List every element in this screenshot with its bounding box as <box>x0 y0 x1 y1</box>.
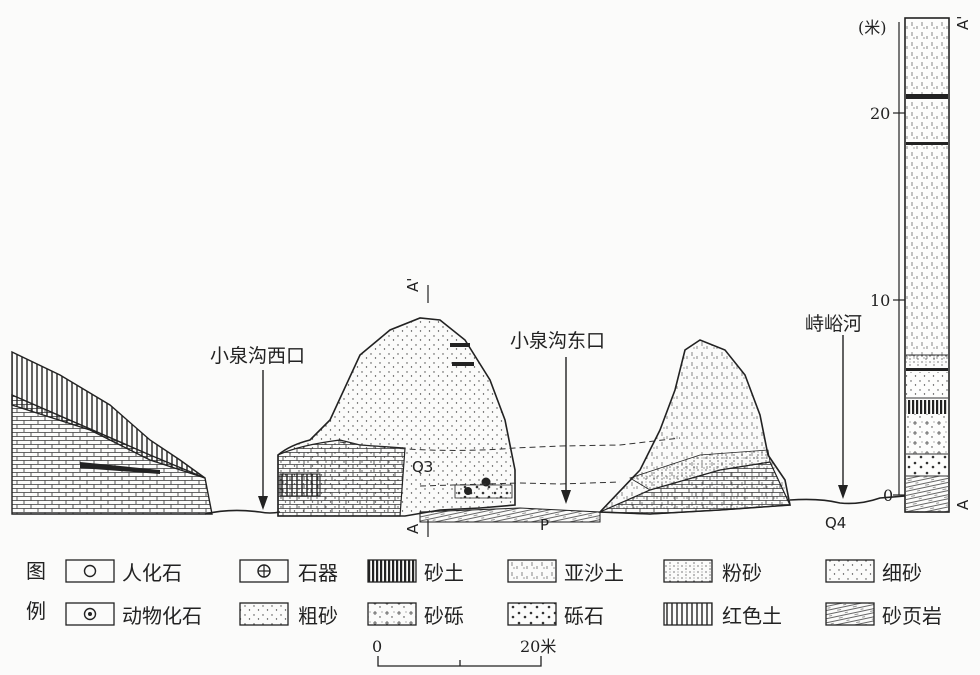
column-lower-fill <box>906 414 948 454</box>
column-tick-10: 10 <box>870 291 890 310</box>
column-base <box>906 476 948 512</box>
column-unit: (米) <box>858 18 887 37</box>
label-a-prime-section: A' <box>404 278 422 292</box>
label-a-section: A <box>404 523 422 534</box>
column-silt-1 <box>906 355 948 367</box>
correlation-line-upper <box>339 437 681 451</box>
legend-label-8: 砂砾 <box>424 604 464 628</box>
legend-label-2: 砂土 <box>424 561 464 585</box>
legend-title-1: 图 <box>26 559 46 583</box>
column-upper-fill <box>906 19 948 359</box>
correlation-line-lower <box>419 481 621 487</box>
column-band-4 <box>906 400 948 414</box>
legend-swatch-coarse-sand <box>239 602 289 626</box>
legend-swatch-silt <box>663 559 713 583</box>
valley-floor <box>204 509 281 515</box>
scale-bar-end: 20米 <box>520 637 556 656</box>
label-q4: Q4 <box>825 514 846 532</box>
west-hill-dark-band <box>80 462 160 474</box>
column-mid-fill <box>906 372 948 398</box>
label-q3: Q3 <box>412 458 433 476</box>
label-p: P <box>540 516 549 534</box>
animal-fossil-marker <box>481 477 491 487</box>
legend-swatch-red-soil <box>663 602 713 626</box>
column-band-1 <box>906 94 948 99</box>
central-hill-red-soil-block <box>279 473 321 497</box>
legend-label-11: 砂页岩 <box>882 604 942 628</box>
legend-swatch-stone-tool <box>239 559 289 583</box>
arrow-west-head <box>258 496 268 510</box>
column-label-a: A <box>954 499 972 510</box>
legend-swatch-gravel <box>507 602 557 626</box>
west-hill-red-soil <box>11 350 206 479</box>
label-river: 峙峪河 <box>805 313 862 335</box>
legend-label-9: 砾石 <box>564 604 604 628</box>
central-hill-fossil-layer <box>454 484 513 499</box>
column-band-3 <box>906 368 948 371</box>
column-label-a-prime: A' <box>954 16 972 30</box>
legend-swatch-sand-gravel <box>367 602 417 626</box>
label-place-west: 小泉沟西口 <box>210 345 305 367</box>
scale-bar-start: 0 <box>372 637 382 656</box>
legend-label-4: 粉砂 <box>722 561 762 585</box>
legend-label-1: 石器 <box>298 561 338 585</box>
human-fossil-icon <box>83 564 97 578</box>
arrow-east-head <box>561 490 571 504</box>
central-hill-band-2 <box>452 362 474 366</box>
legend-label-3: 亚沙土 <box>564 561 624 585</box>
legend-label-10: 红色土 <box>722 604 782 628</box>
legend-label-6: 动物化石 <box>122 604 202 628</box>
legend-label-0: 人化石 <box>122 561 182 585</box>
column-band-2 <box>906 142 948 145</box>
east-valley-floor <box>789 495 906 505</box>
scale-bar <box>377 656 542 667</box>
central-base-shale <box>419 507 601 523</box>
legend-swatch-human-fossil <box>65 559 115 583</box>
east-hill-silt-band <box>629 449 771 491</box>
column-tick-20: 20 <box>870 104 890 123</box>
central-hill-band-1 <box>450 343 470 347</box>
central-hill-lower-strata <box>277 439 406 517</box>
legend-swatch-sandstone-shale <box>825 602 875 626</box>
human-fossil-marker <box>464 487 472 495</box>
label-place-east: 小泉沟东口 <box>510 330 605 352</box>
legend-swatch-sandy-soil <box>367 559 417 583</box>
legend-label-5: 细砂 <box>882 561 922 585</box>
legend-label-7: 粗砂 <box>298 604 338 628</box>
legend-swatch-fine-sand <box>825 559 875 583</box>
legend-title-2: 例 <box>26 599 46 623</box>
column-tick-0: 0 <box>883 486 893 505</box>
legend-swatch-sub-sand-soil <box>507 559 557 583</box>
column-fossil-row <box>906 454 948 476</box>
legend-swatch-animal-fossil <box>65 602 115 626</box>
arrow-river-head <box>838 485 848 499</box>
animal-fossil-icon <box>83 607 97 621</box>
